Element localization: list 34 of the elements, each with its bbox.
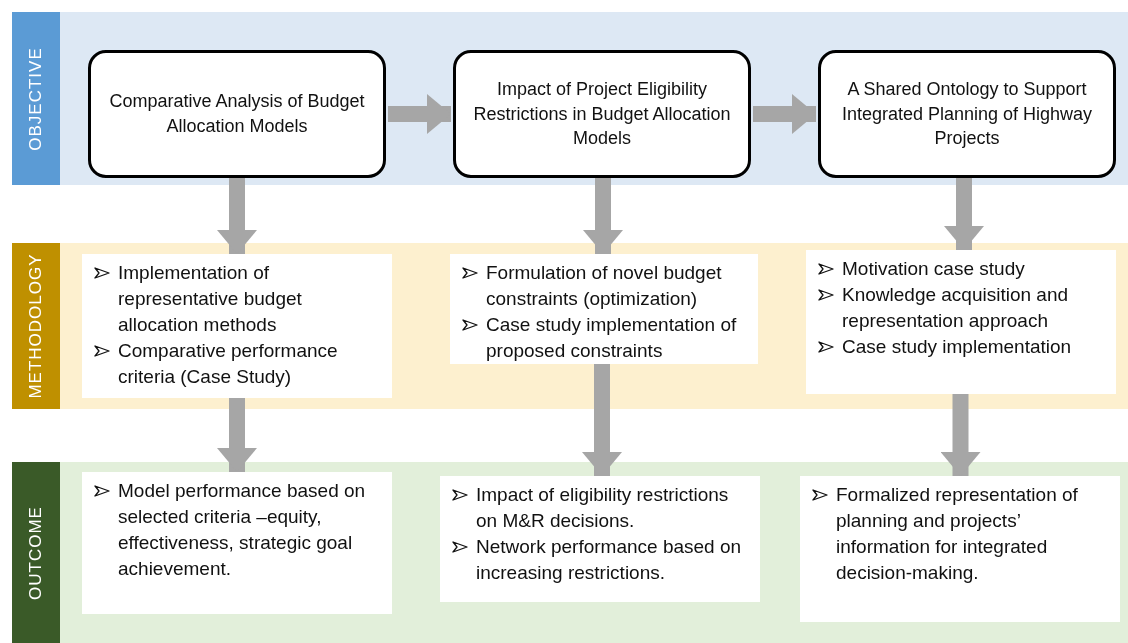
bullet-item: Network performance based on increasing restrictions. [452,534,750,587]
bullet-item: Formalized representation of planning and projects’ information for integrated decision-making. [812,482,1110,587]
objective-box: A Shared Ontology to Support Integrated Planning of Highway Projects [818,50,1116,178]
section-tab: OUTCOME [12,462,60,643]
bullet-item: Knowledge acquisition and representation approach [818,282,1106,335]
block-arrow [753,94,816,134]
block-arrow [217,178,257,254]
bullet-list-card [450,254,758,364]
block-arrow [583,178,623,254]
block-arrow [217,398,257,472]
section-tab: METHODOLOGY [12,243,60,409]
bullet-item: Impact of eligibility restrictions on M&R decisions. [452,482,750,535]
bullet-item: Case study implementation of proposed constraints [462,312,748,365]
bullet-list-card [82,472,392,614]
bullet-item: Formulation of novel budget constraints (optimization) [462,260,748,313]
bullet-item: Model performance based on selected criteria –equity, effectiveness, strategic goal achievement. [94,478,382,583]
section-band [12,12,1128,185]
block-arrow [388,94,451,134]
section-band [12,462,1128,643]
objective-box: Comparative Analysis of Budget Allocation Models [88,50,386,178]
section-band [12,243,1128,409]
block-arrow [944,178,984,250]
bullet-list-card [440,476,760,602]
block-arrow [582,364,622,476]
bullet-item: Comparative performance criteria (Case Study) [94,338,382,391]
block-arrow [940,394,981,476]
bullet-list-card [806,250,1116,394]
bullet-list-card [82,254,392,398]
bullet-item: Motivation case study [818,256,1106,282]
bullet-item: Implementation of representative budget allocation methods [94,260,382,339]
bullet-item: Case study implementation [818,334,1106,361]
section-tab: OBJECTIVE [12,12,60,185]
objective-box: Impact of Project Eligibility Restrictions in Budget Allocation Models [453,50,751,178]
bullet-list-card [800,476,1120,622]
